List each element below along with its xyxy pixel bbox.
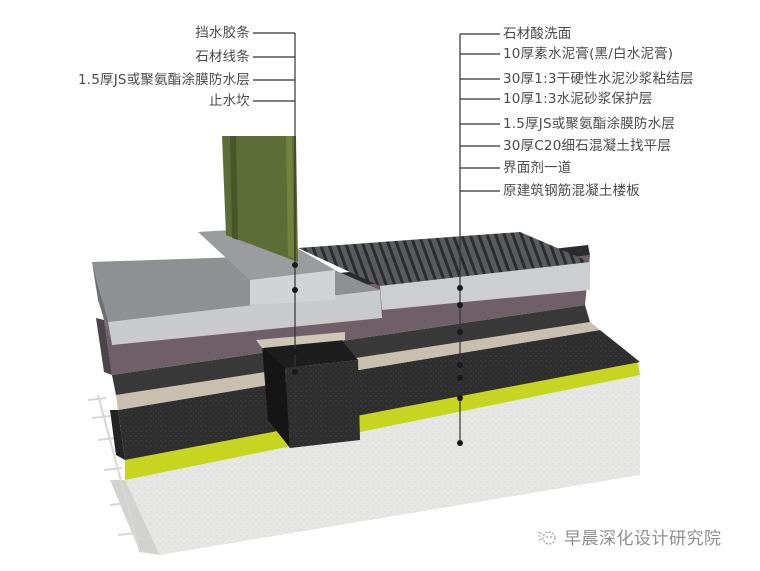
callout-water-stop-curb: 止水坎	[208, 93, 250, 109]
callout-acid-washed-stone: 石材酸洗面	[503, 26, 572, 42]
rebar-lines	[87, 394, 141, 553]
callout-stone-threshold-strip: 石材线条	[195, 49, 250, 65]
leader-dots	[292, 262, 463, 446]
protection-mortar-layer	[112, 305, 590, 395]
callout-interface-agent: 界面剂一道	[503, 160, 572, 176]
right-stone-slab-grooved	[298, 232, 590, 286]
callout-waterproof-coating-left: 1.5厚JS或聚氨酯涂膜防水层	[77, 72, 250, 88]
callout-adhesive-mortar: 30厚1:3干硬性水泥沙浆粘结层	[503, 71, 694, 87]
leveling-concrete-layer	[118, 330, 640, 460]
glass-water-stop-strip	[222, 136, 298, 262]
water-stop-curb	[256, 332, 360, 448]
watermark-text: 早晨深化设计研究院	[564, 529, 722, 549]
callout-protection-mortar: 10厚1:3水泥砂浆保护层	[503, 91, 653, 107]
concrete-slab	[110, 375, 640, 555]
stone-threshold-strip	[198, 228, 335, 280]
callout-waterproof-coating-right: 1.5厚JS或聚氨酯涂膜防水层	[503, 116, 676, 132]
watermark: 早晨深化设计研究院	[536, 524, 722, 549]
callout-leveling-concrete: 30厚C20细石混凝土找平层	[503, 138, 672, 154]
callout-concrete-slab: 原建筑钢筋混凝土楼板	[503, 183, 640, 199]
callout-cement-paste: 10厚素水泥膏(黑/白水泥膏)	[503, 46, 674, 62]
wechat-channel-icon	[537, 530, 556, 545]
interface-agent-layer	[125, 362, 640, 480]
callout-glass-water-stop-strip: 挡水胶条	[195, 25, 250, 41]
